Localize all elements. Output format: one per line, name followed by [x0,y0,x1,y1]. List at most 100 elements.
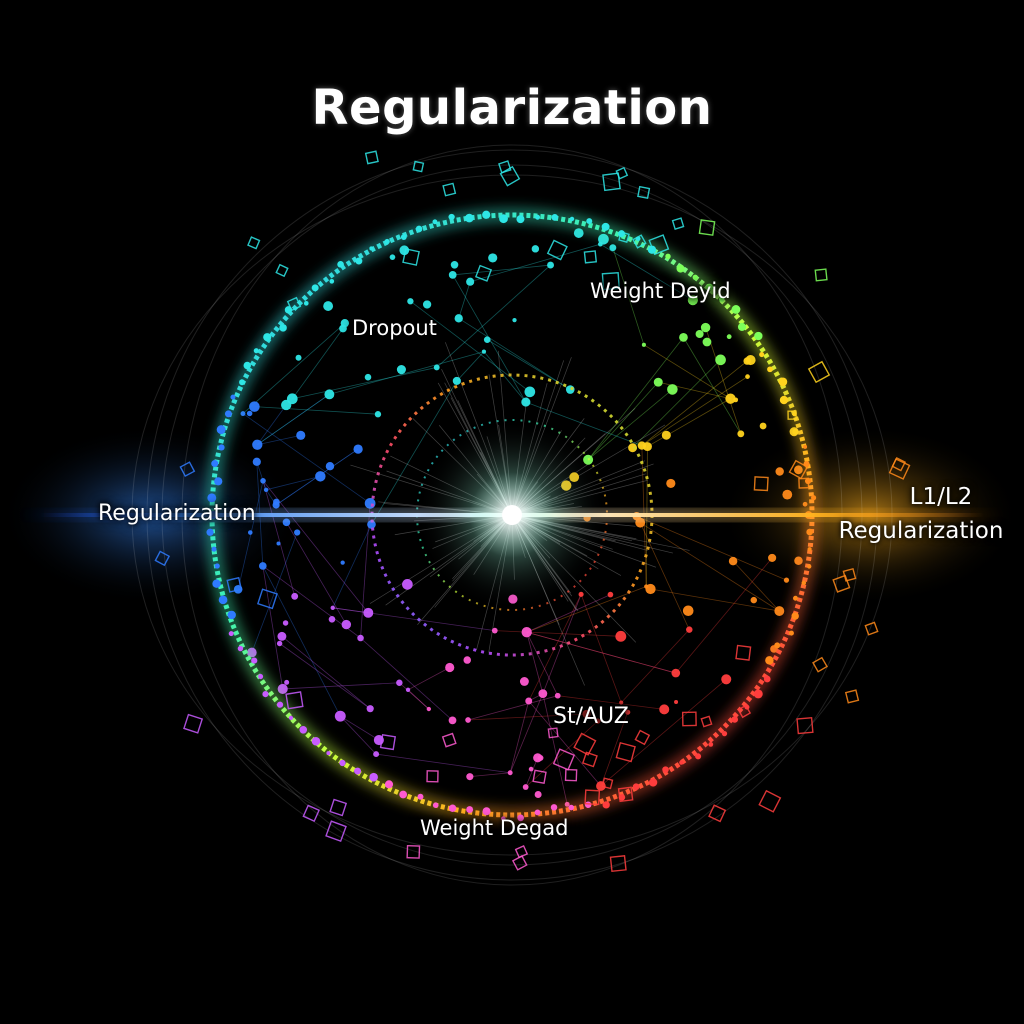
floating-square [796,716,814,735]
network-node [519,677,529,686]
network-node [534,791,542,798]
network-link [371,380,458,525]
ring-bead [415,225,423,233]
floating-square [441,732,457,748]
ring-bead [279,324,287,332]
network-node [582,709,591,719]
network-node [276,541,281,546]
page-title: Regularization [311,80,713,136]
network-node [565,385,575,394]
label-l1l2-line1: L1/L2 [909,484,973,510]
network-node [667,384,678,395]
floating-square [788,459,809,480]
network-node [402,579,413,590]
network-node [715,354,726,366]
floating-square [226,576,243,593]
network-node [281,399,292,411]
network-node [522,784,529,790]
ring-bead [602,801,610,809]
network-node [726,334,732,340]
ring-bead [754,331,763,341]
network-node [625,709,631,715]
floating-square [615,741,636,763]
ring-bead [550,804,558,811]
network-node [537,754,544,761]
ring-bead [482,807,491,816]
ring-bead [753,689,763,699]
network-node [405,687,411,692]
network-link [509,693,544,773]
network-node [340,560,345,565]
network-node [339,324,347,333]
network-node [357,634,364,642]
network-link [410,300,531,393]
ring-bead [399,790,408,799]
network-node [524,386,536,398]
floating-square [402,248,420,266]
network-link [632,359,721,449]
floating-square [812,656,828,673]
floating-square [498,160,512,174]
network-link [587,337,684,460]
network-link [650,588,780,612]
network-node [554,692,561,699]
network-link [636,515,787,581]
network-link [332,524,372,608]
ring-bead [339,759,346,767]
network-link [286,522,347,625]
network-node [641,342,646,347]
ring-bead [207,493,217,503]
floating-square [700,715,713,728]
network-link [262,565,284,689]
network-link [526,632,544,694]
network-node [252,439,263,450]
floating-square [671,217,685,230]
network-node [315,471,326,482]
network-node [671,668,681,678]
network-link [600,243,694,301]
network-link [399,682,430,710]
network-link [376,753,511,774]
network-node [525,697,533,705]
ring-bead [516,215,525,224]
ring-bead [801,580,807,586]
network-node [615,630,627,642]
network-link [291,328,344,400]
network-link [262,480,296,597]
network-node [341,619,352,630]
network-link [542,594,582,694]
ring-bead [211,460,219,468]
ring-bead [811,495,817,501]
ring-bead [448,213,455,221]
ring-bead [237,645,244,652]
ring-bead [679,760,684,765]
floating-square [256,588,278,610]
ring-bead [737,322,747,331]
network-node [454,314,463,323]
ring-bead [276,701,284,708]
network-node [452,376,461,385]
network-node [323,301,334,312]
network-node [466,773,474,781]
network-node [389,254,396,261]
network-link [242,322,346,414]
floating-square [814,268,828,282]
network-node [445,662,455,673]
network-node [628,443,638,453]
network-node [573,228,584,238]
network-link [242,413,371,504]
floating-square [681,711,697,727]
floating-square [787,410,797,420]
ring-bead [311,284,319,292]
network-node [725,393,736,404]
network-link [458,317,571,390]
floating-square [634,729,651,746]
network-node [619,700,624,705]
network-node [578,591,584,597]
network-node [702,337,712,347]
network-node [294,529,301,536]
network-node [247,530,253,535]
ring-bead [216,425,226,435]
network-link [705,327,742,434]
network-link [256,461,267,490]
